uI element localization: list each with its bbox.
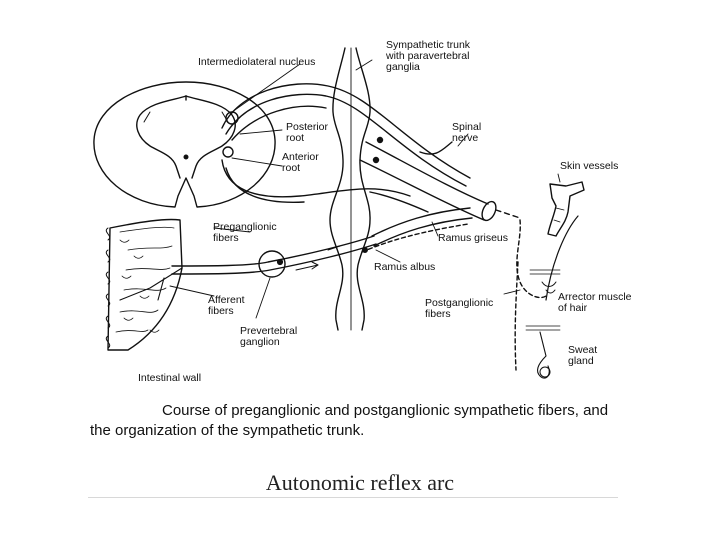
anterior-root-label-line2: root [282,162,301,174]
slide-title: Autonomic reflex arc [265,470,455,495]
caption-line-2: the organization of the sympathetic trun… [90,422,365,439]
afferent-fibers-label: Afferent fibers [208,295,245,317]
posterior-root-label: Posterior root [286,122,328,144]
divider-line [88,497,618,498]
postganglionic-fibers-label: Postganglionic fibers [425,298,493,320]
preganglionic-fiber [171,235,377,278]
sympathetic-trunk-label-line2: with paravertebral [386,50,470,62]
ramus-griseus-label: Ramus griseus [438,232,509,244]
sweat-label-line2: gland [568,355,594,367]
arrector-muscle-label: Arrector muscle of hair [558,292,632,314]
anterior-root-label-line1: Anterior [282,151,319,163]
sweat-gland-label: Sweat gland [568,345,597,367]
afferent-label-line2: fibers [208,305,234,317]
sweat-label-line1: Sweat [568,344,598,356]
root-fibers [221,83,471,203]
skin-vessels [547,181,585,237]
arrector-label-line2: of hair [558,302,588,314]
preganglionic-label-line2: fibers [213,232,239,244]
spinal-nerve-label-line2: nerve [452,132,479,144]
spinal-nerve-label-line1: Spinal [452,121,482,133]
postganglionic-path [514,215,579,379]
intestinal-wall-label: Intestinal wall [138,372,202,384]
leader-lines [169,59,561,319]
skin-vessels-label: Skin vessels [560,160,619,172]
intestinal-wall [105,218,183,351]
sympathetic-trunk-label-line3: ganglia [386,61,420,73]
sympathetic-trunk-label: Sympathetic trunk with paravertebral gan… [386,40,470,73]
rami [361,191,473,253]
posterior-root-label-line2: root [286,132,305,144]
posterior-root-label-line1: Posterior [286,121,329,133]
prevertebral-ganglion-label: Prevertebral ganglion [240,326,297,348]
preganglionic-label-line1: Preganglionic [213,221,277,233]
spinal-cord-section [93,81,276,208]
afferent-label-line1: Afferent [208,294,245,306]
caption-line-1: Course of preganglionic and postganglion… [162,402,609,419]
sympathetic-trunk-label-line1: Sympathetic trunk [386,39,471,51]
prevertebral-label-line2: ganglion [240,336,280,348]
anterior-root-label: Anterior root [282,152,319,174]
prevertebral-label-line1: Prevertebral [240,325,298,337]
postganglionic-label-line1: Postganglionic [425,297,494,309]
ramus-albus-label: Ramus albus [374,261,436,273]
intermediolateral-nucleus-label: Intermediolateral nucleus [198,56,316,68]
preganglionic-fibers-label: Preganglionic fibers [213,222,277,244]
arrector-label-line1: Arrector muscle [558,291,632,303]
spinal-nerve [359,136,521,222]
spinal-nerve-label: Spinal nerve [452,122,481,144]
postganglionic-label-line2: fibers [425,308,451,320]
